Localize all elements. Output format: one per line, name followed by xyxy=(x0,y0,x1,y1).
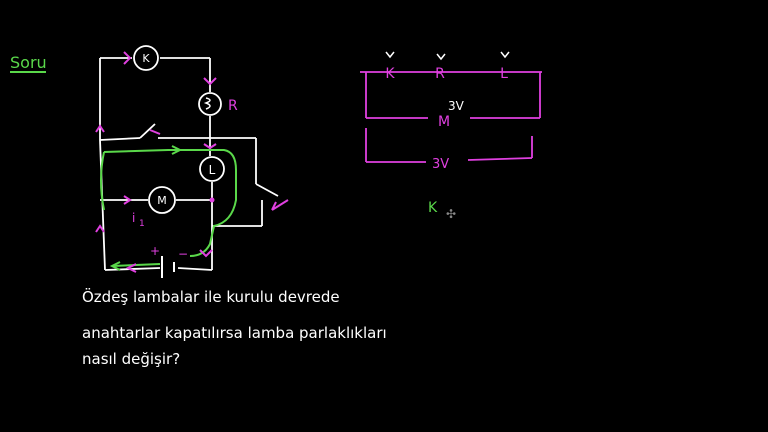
cursor-crosshair: ✣ xyxy=(446,207,456,221)
lamp-r-filament xyxy=(203,97,211,110)
lamp-l xyxy=(199,156,225,182)
green-current-path xyxy=(100,149,237,257)
green-arrow-top xyxy=(171,145,183,155)
eq-bottom-right xyxy=(467,157,533,161)
current-subscript: 1 xyxy=(139,219,145,229)
check-marks xyxy=(385,51,510,61)
switch1-wire-left xyxy=(99,137,141,141)
left-circuit xyxy=(99,57,279,271)
eq-label-k: K xyxy=(385,66,395,82)
magenta-arrows xyxy=(95,51,289,273)
junction-dot xyxy=(209,197,215,203)
title-soru: Soru xyxy=(10,53,47,72)
eq-label-m: M xyxy=(438,114,450,130)
eq-label-l: L xyxy=(500,66,508,82)
green-arrow-left xyxy=(109,261,121,271)
eq-voltage-top: 3V xyxy=(448,99,465,113)
lamp-l-label: L xyxy=(209,163,216,177)
lamp-k xyxy=(133,45,159,71)
lamp-m xyxy=(148,186,176,214)
lamp-r-label: R xyxy=(228,98,238,114)
switch1-blade xyxy=(139,123,156,139)
question-line-3: nasıl değişir? xyxy=(82,350,180,368)
answer-k: K xyxy=(428,200,438,216)
wire-bottom-left xyxy=(104,267,161,271)
wire-bottom-right xyxy=(177,267,213,271)
lamp-k-label: K xyxy=(142,52,150,65)
equivalent-circuit xyxy=(360,71,542,163)
question-line-1: Özdeş lambalar ile kurulu devrede xyxy=(82,287,340,306)
lamp-m-label: M xyxy=(157,194,167,207)
current-label: i xyxy=(132,211,135,225)
question-line-2: anahtarlar kapatılırsa lamba parlaklıkla… xyxy=(82,324,387,342)
switch2-blade xyxy=(255,183,279,197)
battery-minus: − xyxy=(178,247,188,261)
eq-voltage-bottom: 3V xyxy=(432,157,449,172)
lamp-r xyxy=(198,92,222,116)
eq-label-r: R xyxy=(435,66,445,82)
battery-plus: + xyxy=(150,244,160,258)
battery xyxy=(161,256,175,278)
